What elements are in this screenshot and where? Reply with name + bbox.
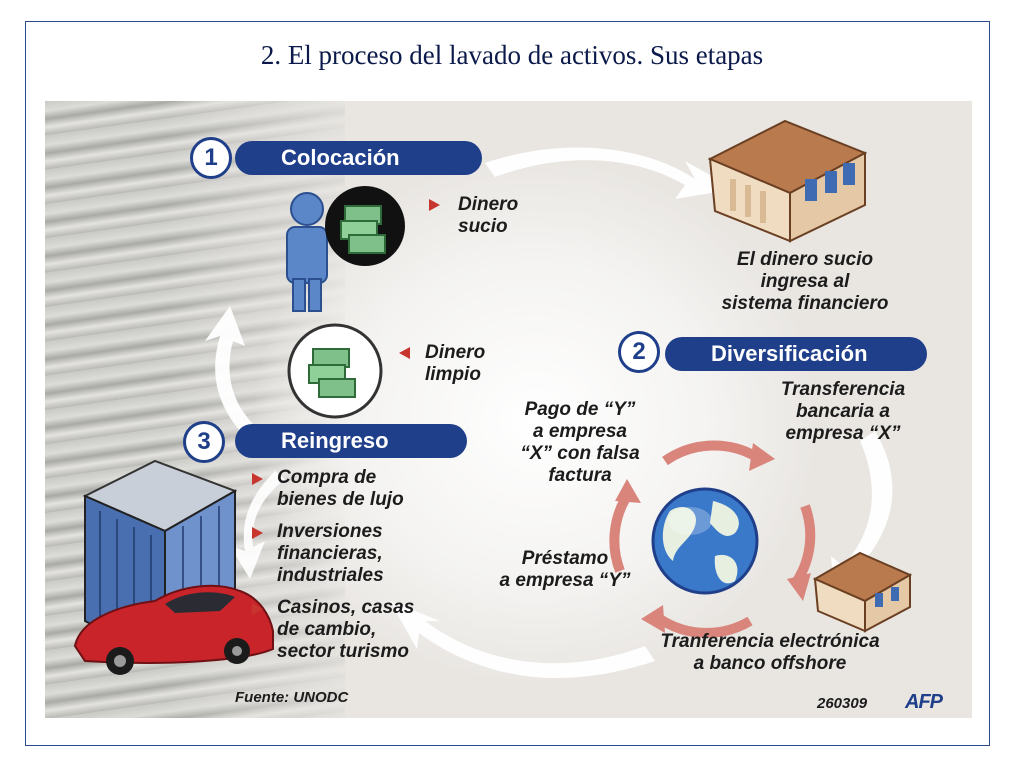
photo-code: 260309 [817, 695, 868, 712]
arrow-step3-to-step1 [205, 306, 255, 431]
step3-number: 3 [183, 421, 225, 463]
arrow-bottom-to-step3 [390, 601, 655, 678]
cycle-arrowhead-1 [749, 443, 775, 471]
cycle-arrowhead-4 [615, 479, 641, 503]
step1-label: Colocación [281, 145, 400, 170]
step1-pill: Colocación [235, 141, 482, 175]
clean-money-icon [287, 323, 383, 419]
slide-title: 2. El proceso del lavado de activos. Sus… [260, 40, 764, 70]
offshore-label: Tranferencia electrónica a banco offshor… [660, 631, 880, 674]
item1-bullet [252, 473, 263, 485]
step2-number: 2 [618, 331, 660, 373]
reintegration-item-2: Inversiones financieras, industriales [277, 521, 384, 586]
loan-label: Préstamo a empresa “Y” [499, 548, 631, 591]
step1-number: 1 [190, 137, 232, 179]
clean-money-label: Dinero limpio [425, 342, 486, 385]
person-icon [286, 192, 328, 312]
infographic-art [73, 119, 913, 678]
afp-logo: AFP [905, 691, 943, 713]
globe-icon [651, 487, 759, 595]
cycle-arrowhead-2 [787, 573, 811, 601]
source-label: Fuente: UNODC [235, 689, 349, 706]
dirty-money-bullet [429, 199, 440, 211]
bank-transfer-label: Transferencia bancaria a empresa “X” [780, 379, 906, 444]
cycle-arrows [609, 440, 816, 638]
cycle-arrowhead-3 [641, 605, 665, 633]
payment-label: Pago de “Y” a empresa “X” con falsa fact… [520, 399, 640, 486]
infographic: Colocación 1 Dinero sucio El dinero suci… [45, 101, 972, 718]
red-car-icon [73, 584, 274, 675]
item2-bullet [252, 527, 263, 539]
step2-label: Diversificación [711, 341, 868, 366]
offshore-bank-icon [812, 551, 913, 633]
dirty-money-icon [325, 186, 405, 266]
step3-pill: Reingreso [235, 424, 467, 458]
arrow-step1-to-bank [485, 147, 735, 199]
clean-money-bullet [399, 347, 410, 359]
step2-pill: Diversificación [665, 337, 927, 371]
arrow-left-down [230, 471, 285, 579]
dirty-money-label: Dinero sucio [458, 194, 519, 237]
enters-system-label: El dinero sucio ingresa al sistema finan… [721, 249, 889, 314]
slide-frame [25, 21, 990, 746]
reintegration-item-3: Casinos, casas de cambio, sector turismo [277, 597, 415, 662]
reintegration-item-1: Compra de bienes de lujo [277, 467, 404, 510]
bank-building-icon [707, 119, 868, 243]
step3-label: Reingreso [281, 428, 389, 453]
item3-bullet [252, 603, 263, 615]
